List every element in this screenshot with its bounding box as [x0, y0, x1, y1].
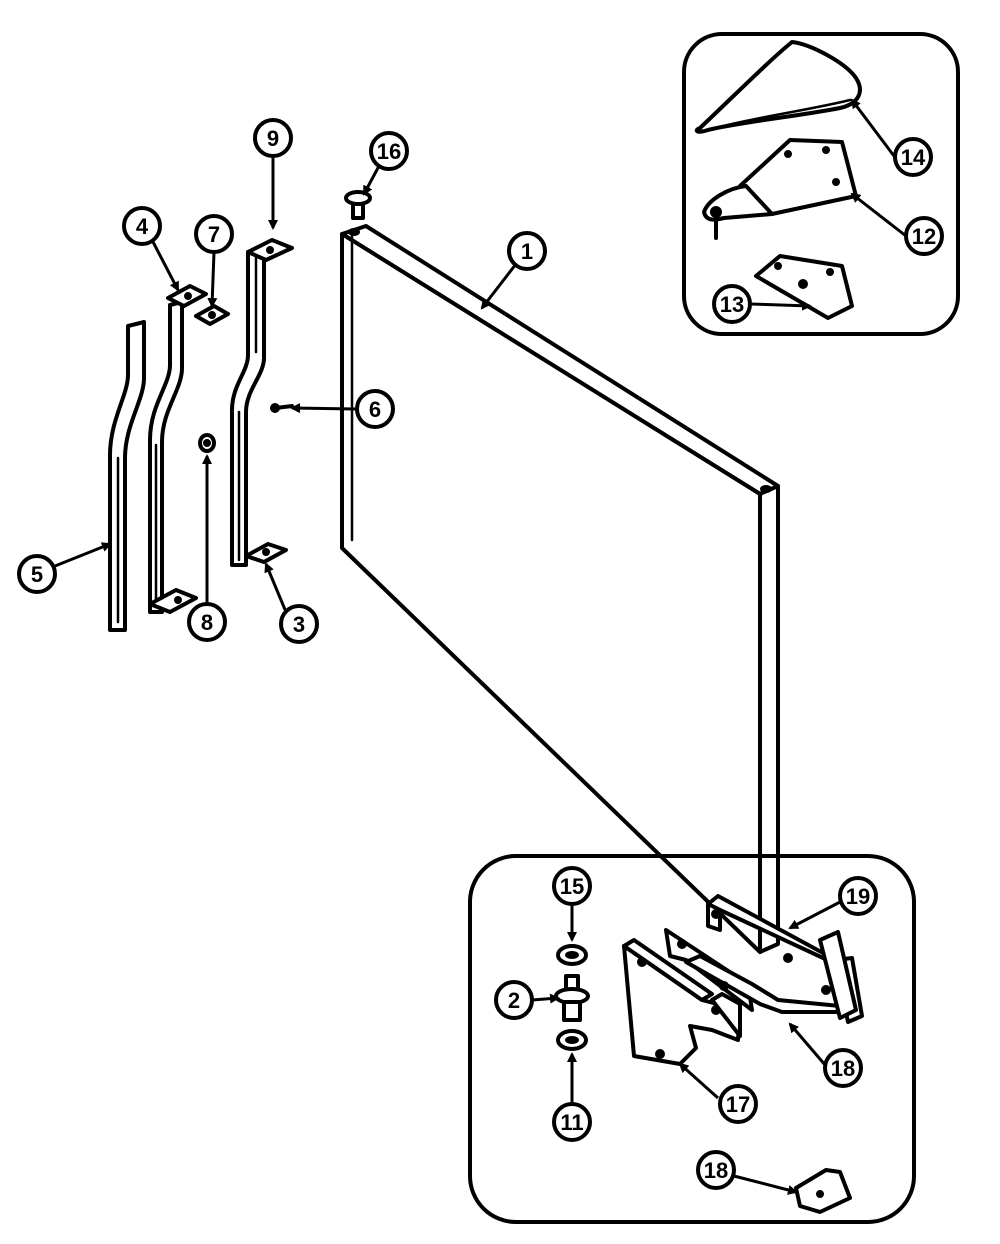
handle-trim-5 — [108, 320, 146, 632]
svg-text:8: 8 — [201, 610, 213, 635]
callout-11: 11 — [552, 1102, 592, 1142]
hinge-bar-9 — [230, 238, 294, 567]
screw-6 — [270, 403, 294, 413]
svg-text:11: 11 — [560, 1110, 583, 1135]
inset-hinge-detail — [682, 32, 960, 336]
callout-14: 14 — [893, 137, 933, 177]
svg-text:9: 9 — [267, 126, 279, 151]
svg-text:4: 4 — [136, 214, 149, 239]
svg-text:3: 3 — [293, 612, 305, 637]
svg-text:16: 16 — [377, 139, 401, 164]
svg-text:18: 18 — [704, 1158, 728, 1183]
svg-text:15: 15 — [560, 874, 584, 899]
callout-6: 6 — [355, 389, 395, 429]
svg-text:17: 17 — [726, 1092, 750, 1117]
callout-15: 15 — [552, 866, 592, 906]
svg-text:13: 13 — [720, 292, 744, 317]
door-panel — [340, 224, 780, 954]
callout-2: 2 — [494, 980, 534, 1020]
callout-8: 8 — [187, 602, 227, 642]
svg-text:2: 2 — [508, 988, 520, 1013]
svg-text:19: 19 — [846, 884, 870, 909]
callout-17: 17 — [718, 1084, 758, 1124]
inset-lower-hinge-detail — [468, 854, 916, 1224]
svg-text:14: 14 — [901, 145, 926, 170]
callout-13: 13 — [712, 284, 752, 324]
callout-19: 19 — [838, 876, 878, 916]
callout-18: 18 — [823, 1048, 863, 1088]
callout-1: 1 — [507, 231, 547, 271]
screw-16 — [344, 190, 372, 220]
svg-text:7: 7 — [208, 222, 220, 247]
handle-bracket-4 — [148, 284, 208, 614]
callout-7: 7 — [194, 214, 234, 254]
nut-8 — [198, 433, 216, 453]
callout-9: 9 — [253, 118, 293, 158]
svg-text:12: 12 — [912, 224, 936, 249]
clip-7 — [194, 304, 230, 326]
callout-18-clip: 18 — [696, 1150, 736, 1190]
callout-4: 4 — [122, 206, 162, 246]
leader-lines — [54, 98, 907, 1195]
svg-text:1: 1 — [521, 239, 533, 264]
svg-text:6: 6 — [369, 397, 381, 422]
svg-text:18: 18 — [831, 1056, 855, 1081]
callout-5: 5 — [17, 554, 57, 594]
svg-text:5: 5 — [31, 562, 43, 587]
callout-16: 16 — [369, 131, 409, 171]
callout-12: 12 — [904, 216, 944, 256]
callout-3: 3 — [279, 604, 319, 644]
